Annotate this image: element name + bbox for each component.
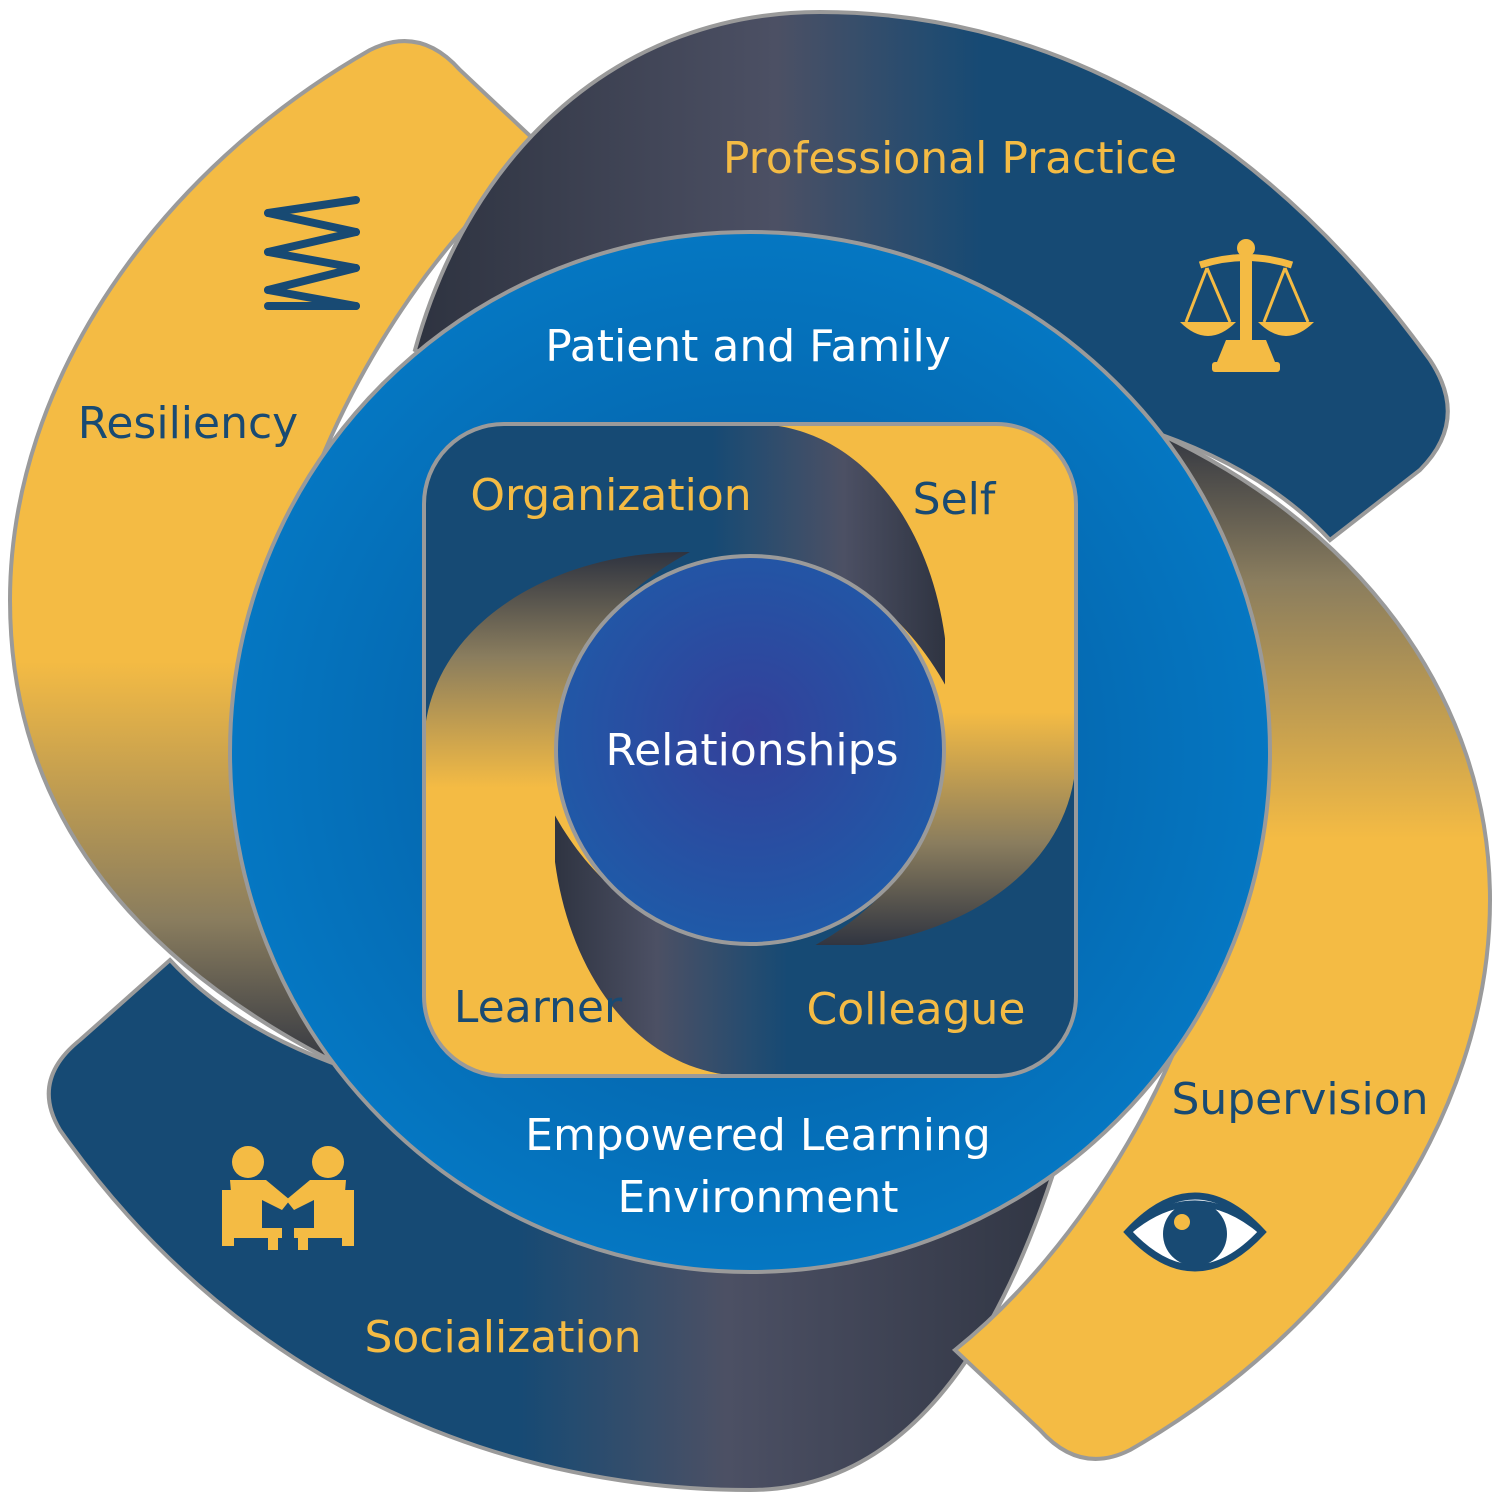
relationships-label: Relationships [605,725,898,776]
inner-square-outline [422,422,1078,1078]
people-talking-icon [222,1146,354,1250]
empowered-learning-label-line2: Environment [618,1172,899,1223]
supervision-label: Supervision [1171,1074,1428,1125]
empowered-learning-label-line1: Empowered Learning [525,1110,991,1161]
organization-label: Organization [470,470,751,521]
colleague-label: Colleague [806,984,1025,1035]
self-label: Self [913,474,997,525]
patient-family-label: Patient and Family [545,321,951,372]
self-swirl [810,424,1076,949]
relationships-circle [554,554,946,946]
socialization-label: Socialization [364,1312,641,1363]
learner-label: Learner [454,982,623,1033]
resiliency-label: Resiliency [78,398,298,449]
eye-icon [1123,1192,1267,1272]
professional-practice-label: Professional Practice [723,133,1177,184]
colleague-swirl [551,810,1076,1076]
scales-icon [1180,239,1314,372]
learner-swirl [424,551,690,1076]
organization-swirl [424,424,949,690]
spring-icon [264,196,360,310]
